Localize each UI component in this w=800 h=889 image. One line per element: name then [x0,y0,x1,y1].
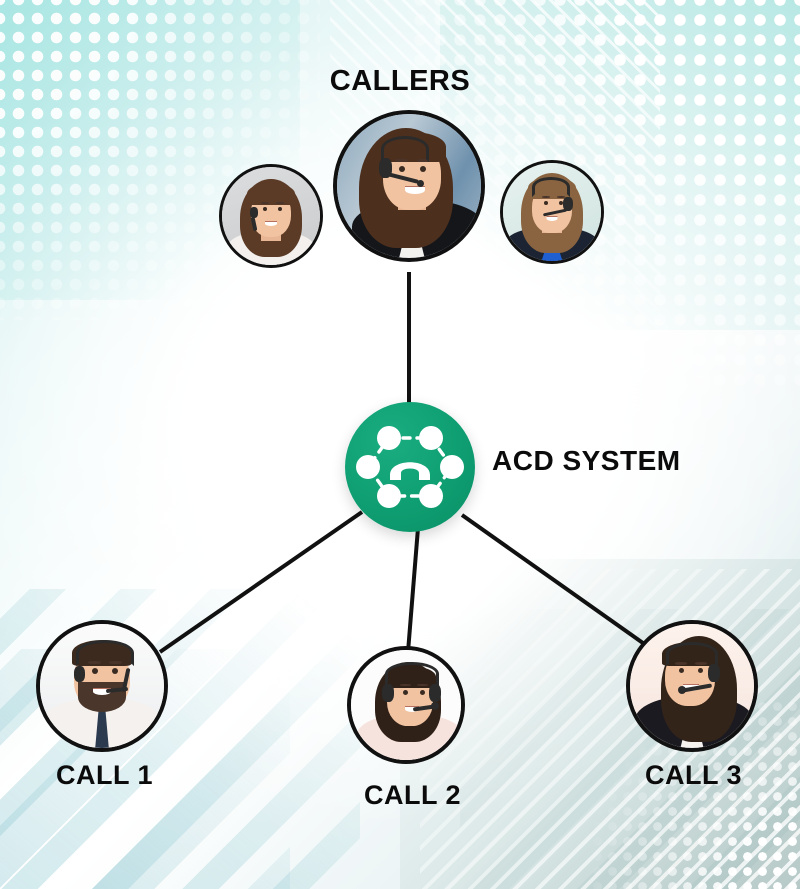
portrait-brow-left [542,196,550,198]
portrait-eye-left [263,207,267,211]
headset-ear-cup [74,666,85,682]
acd-system-label: ACD SYSTEM [492,445,681,476]
portrait-eye-right [420,690,425,695]
agent-label-call-3: CALL 3 [645,760,743,790]
headset-head-band [666,642,718,666]
portrait-eye-left [92,668,98,674]
portrait-brow-right [276,202,284,204]
portrait-illustration [630,624,754,748]
phone-handset-glyph [390,462,430,480]
portrait-mouth [404,706,419,712]
headset-head-band [76,640,134,666]
agent-label-call-2: CALL 2 [364,780,462,810]
caller-avatar-main[interactable] [333,110,485,262]
portrait-brow-left [261,202,269,204]
agent-node-call-2[interactable] [347,646,465,764]
agent-label-call-1: CALL 1 [56,760,154,790]
portrait-illustration [503,163,601,261]
portrait-eye-right [420,166,426,172]
acd-system-node[interactable] [345,402,475,532]
agent-avatar-call-2[interactable] [347,646,465,764]
headset-ear-cup-left [382,684,394,702]
connector-hub-to-call-3 [460,513,652,650]
callers-group-label: CALLERS [329,65,471,97]
headset-ear-cup-right [429,684,441,702]
portrait-eye-right [112,668,118,674]
caller-avatar-right[interactable] [500,160,604,264]
portrait-mouth [546,216,558,221]
agent-avatar-call-1[interactable] [36,620,168,752]
connector-hub-to-call-1 [158,510,364,654]
portrait-eye-right [278,207,282,211]
portrait-eye-right [559,201,563,205]
portrait-beard [78,682,126,712]
portrait-illustration [222,167,320,265]
portrait-illustration [351,650,461,760]
portrait-mouth [93,688,111,695]
portrait-eye-right [698,668,703,673]
agent-avatar-call-3[interactable] [626,620,758,752]
portrait-brow-right [557,196,565,198]
agent-node-call-1[interactable] [36,620,168,752]
portrait-mouth [265,221,277,226]
headset-head-band [385,662,439,686]
headset-ear-cup [563,197,573,211]
acd-network-phone-icon [356,426,464,508]
connector-hub-to-call-2 [406,527,420,653]
agent-node-call-3[interactable] [626,620,758,752]
portrait-hair-front [247,183,295,205]
portrait-mouth [404,186,425,194]
headset-ear-cup [708,664,720,682]
headset-head-band [532,177,570,197]
headset-mic-tip [417,180,424,187]
headset-head-band [381,136,429,162]
portrait-eye-left [679,668,684,673]
portrait-eye-left [544,201,548,205]
caller-node-left[interactable] [219,164,323,268]
portrait-illustration [40,624,164,748]
portrait-eye-left [403,690,408,695]
portrait-eye-left [399,166,405,172]
caller-node-main[interactable] [333,110,485,262]
headset-ear-cup [250,207,258,218]
caller-avatar-left[interactable] [219,164,323,268]
portrait-necktie [95,702,109,748]
portrait-illustration [337,114,481,258]
headset-mic-tip [678,686,686,694]
caller-node-right[interactable] [500,160,604,264]
headset-mic-tip [431,702,439,710]
